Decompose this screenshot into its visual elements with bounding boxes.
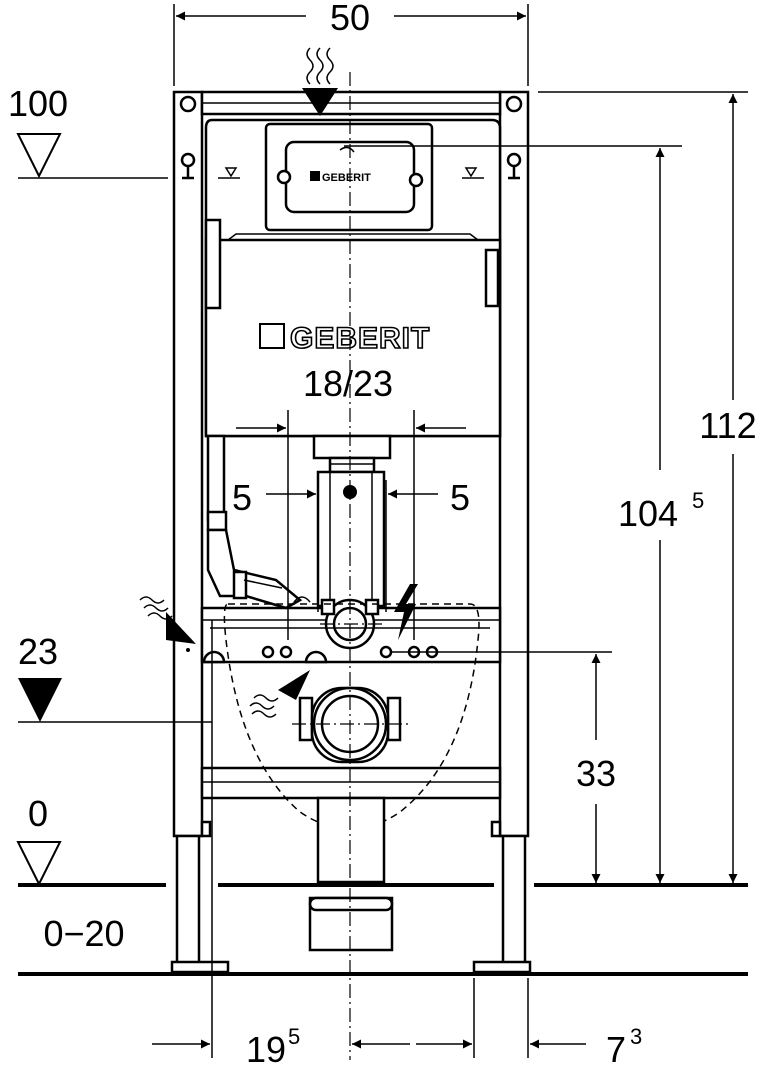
offset-left-label: 5 [232,477,252,518]
dim-bottom: 19 5 7 3 [152,620,642,1070]
bottom-left-label: 19 [246,1029,286,1070]
height-cistern-sup: 5 [692,488,704,513]
bottom-left-sup: 5 [288,1024,300,1049]
wavy-arrow-icon [249,670,310,718]
level-0: 0 [16,793,62,887]
height-cistern-label: 104 [618,493,678,534]
triangle-down-filled-icon [18,678,62,722]
height-total-label: 112 [699,405,756,446]
actuator-plate: GEBERIT [264,122,434,232]
bottom-right-label: 7 [606,1029,626,1070]
plate-logo: GEBERIT [322,172,371,184]
flush-pipe [312,434,392,650]
offset-right-label: 5 [450,477,470,518]
level-0-label: 0 [28,793,48,834]
logo-text: GEBERIT [290,322,430,355]
level-23: 23 [18,631,212,723]
dim-height-104-5: 104 5 [344,145,704,883]
height-outlet-label: 33 [576,753,616,794]
center-lines [292,72,408,1060]
level-23-label: 23 [18,631,58,672]
dim-flush-offsets: 5 5 [232,410,470,640]
geberit-logo: GEBERIT [259,321,430,356]
wavy-arrow-icon [139,596,196,644]
level-100-label: 100 [8,83,68,124]
triangle-down-open-icon [16,133,62,179]
width-label: 50 [330,0,370,38]
floor-range-label: 0−20 [43,913,124,954]
bottom-right-sup: 3 [630,1024,642,1049]
dim-height-33: 33 [392,651,616,883]
supply-hose [206,434,311,610]
dim-height-112: 112 [538,91,757,883]
mounting-frame [170,90,532,974]
wavy-arrow-icon [302,47,338,116]
lightning-icon [394,584,418,640]
triangle-down-open-icon [16,841,62,887]
floor-lines [18,883,748,976]
dim-width-50: 50 [173,0,529,86]
level-100: 100 [8,83,168,179]
model-label: 18/23 [303,363,393,404]
